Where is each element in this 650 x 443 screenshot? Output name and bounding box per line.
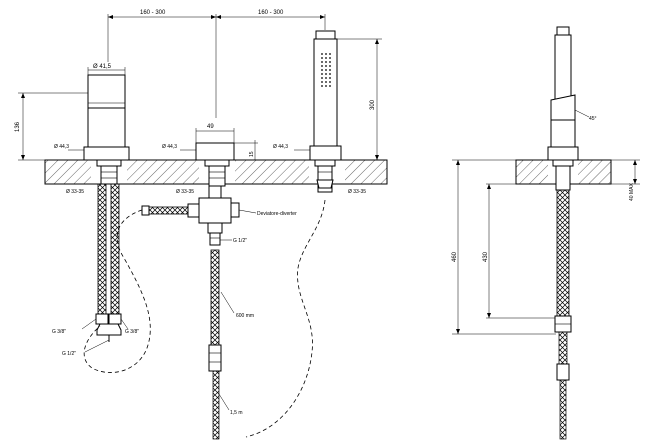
hole-left-label: Ø 33-35 xyxy=(66,189,84,195)
flexible-hose-path xyxy=(83,199,326,438)
mixer-width-label: Ø 41,5 xyxy=(93,64,112,70)
hand-shower: 300 Ø 44,3 Ø 33-35 xyxy=(273,30,387,195)
mixer-height-label: 136 xyxy=(15,121,21,132)
mixer-body: Ø 41,5 136 Ø 44,3 Ø 33-35 xyxy=(15,64,130,195)
side-inner-dim-label: 430 xyxy=(483,251,489,262)
conn-bottom-label: G 1/2" xyxy=(62,351,76,357)
side-angle-label: 45° xyxy=(589,116,597,122)
dim-top-right-label: 160 - 300 xyxy=(258,10,284,16)
diverter-label: Deviatore-diverter xyxy=(257,211,297,217)
spout-height-label: 15 xyxy=(249,151,255,157)
mixer-base-label: Ø 44,3 xyxy=(54,144,69,150)
hose-length-label: 600 mm xyxy=(236,313,254,319)
shower-hose-label: 1,5 m xyxy=(230,410,243,416)
shower-hose: 1,5 m xyxy=(212,370,243,440)
spout-width-label: 49 xyxy=(207,124,214,130)
side-deck-max-label: 40 MAX xyxy=(629,183,635,201)
hole-right-label: Ø 33-35 xyxy=(348,189,366,195)
conn-right-label: G 3/8" xyxy=(125,329,139,335)
diverter-thread-label: G 1/2" xyxy=(233,238,247,244)
diverter-assembly: Deviatore-diverter G 1/2" xyxy=(141,185,297,246)
center-supply-hose: 600 mm xyxy=(208,249,254,372)
mixer-supply-hoses: G 3/8" G 3/8" G 1/2" xyxy=(52,183,139,357)
dimension-spacing: 160 - 300 160 - 300 xyxy=(107,10,326,118)
side-view: 45° 40 MAX 460 430 xyxy=(452,26,640,440)
shower-spray-holes xyxy=(319,52,332,88)
side-outer-dim-label: 460 xyxy=(452,251,458,262)
conn-left-label: G 3/8" xyxy=(52,329,66,335)
shower-base-label: Ø 44,3 xyxy=(273,144,288,150)
shower-height-label: 300 xyxy=(370,99,376,110)
spout-body: 49 15 Ø 44,3 Ø 33-35 xyxy=(162,124,258,195)
under-deck-fittings xyxy=(96,159,336,193)
hole-center-label: Ø 33-35 xyxy=(176,189,194,195)
spout-base-label: Ø 44,3 xyxy=(162,144,177,150)
dim-top-left-label: 160 - 300 xyxy=(140,10,166,16)
